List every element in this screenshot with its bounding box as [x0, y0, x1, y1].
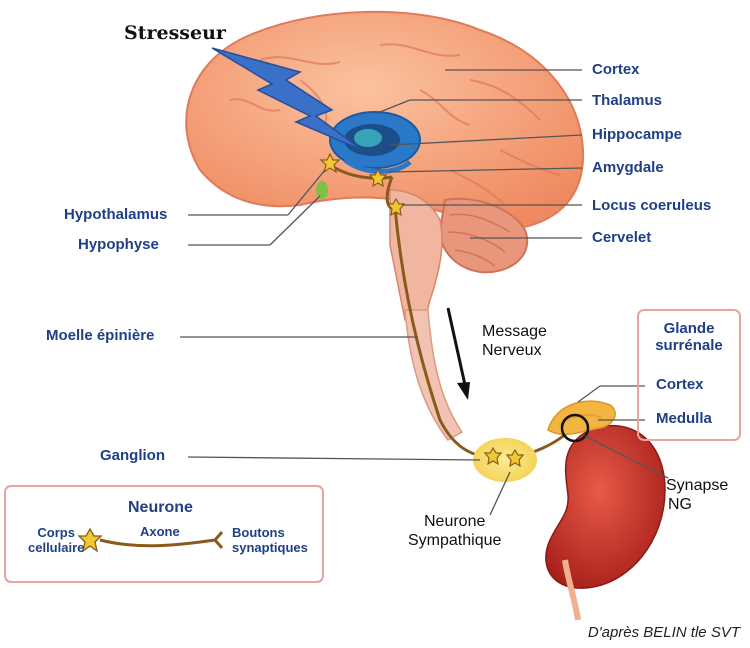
label-neurone-sympathique: Neurone Sympathique [408, 512, 501, 550]
label-synapse-ng: Synapse NG [666, 476, 728, 514]
ganglion [473, 438, 537, 482]
synapse-line2: NG [666, 495, 728, 514]
legend-boutons [215, 532, 222, 548]
stresseur-title: Stresseur [124, 22, 226, 44]
legend-axone [100, 540, 215, 546]
label-hypophyse: Hypophyse [78, 237, 159, 252]
message-arrow-shaft [448, 308, 465, 385]
synapse-line1: Synapse [666, 476, 728, 495]
glande-title-line1: Glande [640, 320, 738, 337]
legend-boutons-line2: synaptiques [232, 541, 308, 556]
credit: D'après BELIN tle SVT [588, 624, 740, 641]
neurone-sympathique-line2: Sympathique [408, 531, 501, 550]
legend-boutons-synaptiques: Boutons synaptiques [232, 526, 308, 556]
label-cervelet: Cervelet [592, 230, 651, 245]
legend-corps-cellulaire: Corps cellulaire [28, 526, 84, 556]
label-glande-medulla: Medulla [656, 411, 712, 426]
label-message-nerveux: Message Nerveux [482, 322, 547, 360]
legend-corps-line1: Corps [28, 526, 84, 541]
label-cortex: Cortex [592, 62, 640, 77]
label-hippocampe: Hippocampe [592, 127, 682, 142]
label-amygdale: Amygdale [592, 160, 664, 175]
glande-title: Glande surrénale [640, 320, 738, 355]
label-ganglion: Ganglion [100, 448, 165, 463]
message-line2: Nerveux [482, 341, 547, 360]
message-arrow-head [457, 382, 470, 400]
glande-title-line2: surrénale [640, 337, 738, 354]
hypophyse [316, 181, 328, 199]
label-moelle-epiniere: Moelle épinière [46, 328, 154, 343]
label-hypothalamus: Hypothalamus [64, 207, 167, 222]
label-glande-cortex: Cortex [656, 377, 704, 392]
legend-title: Neurone [128, 500, 193, 516]
neurone-sympathique-line1: Neurone [408, 512, 501, 531]
label-locus-coeruleus: Locus coeruleus [592, 198, 711, 213]
message-line1: Message [482, 322, 547, 341]
label-thalamus: Thalamus [592, 93, 662, 108]
legend-boutons-line1: Boutons [232, 526, 308, 541]
legend-axone-label: Axone [140, 525, 180, 538]
legend-corps-line2: cellulaire [28, 541, 84, 556]
